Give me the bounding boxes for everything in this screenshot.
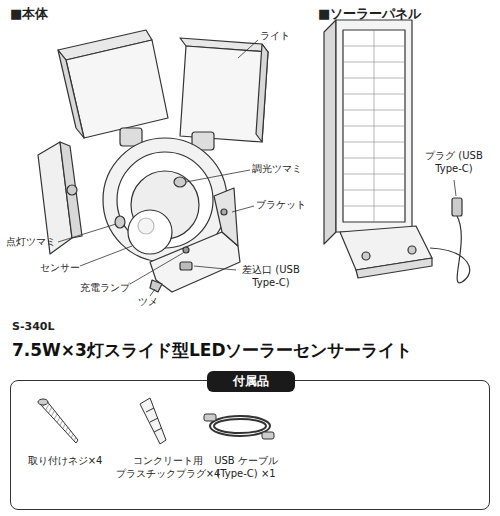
panel-heading-tab: 付属品 xyxy=(207,371,295,392)
part-label: プラグ (USB Type-C) xyxy=(414,150,494,175)
accessory-icons xyxy=(146,408,154,412)
solar-panel xyxy=(343,30,405,222)
accessory-icons xyxy=(140,398,166,444)
solar-cell-grid xyxy=(343,46,405,47)
solar-cell-grid xyxy=(343,190,405,191)
light-body xyxy=(180,262,192,270)
leader-line xyxy=(150,289,155,296)
part-label: ライト xyxy=(260,30,290,43)
solar-panel xyxy=(336,20,412,232)
light-body xyxy=(60,142,82,238)
accessory-label: コンクリート用 プラスチックプラグ×4 xyxy=(112,455,224,480)
solar-cell-grid xyxy=(343,126,405,127)
light-body xyxy=(214,188,238,246)
light-body xyxy=(115,216,125,228)
accessory-label: 取り付けネジ×4 xyxy=(20,455,110,468)
solar-cell-grid xyxy=(343,110,405,111)
solar-cell-grid xyxy=(343,94,405,95)
accessory-icons xyxy=(262,432,274,439)
section-heading: ■ソーラーパネル xyxy=(318,6,421,22)
light-body xyxy=(38,30,268,292)
solar-cell-grid xyxy=(343,206,405,207)
accessory-icons xyxy=(214,419,266,433)
leader-line xyxy=(232,206,254,212)
part-label: センサー xyxy=(40,262,80,275)
light-body xyxy=(138,218,154,234)
accessory-label: USB ケーブル (Type-C) ×1 xyxy=(206,455,286,480)
light-body xyxy=(67,185,77,195)
light-body xyxy=(128,210,172,254)
part-label: 調光ツマミ xyxy=(252,163,302,176)
solar-panel xyxy=(324,20,336,244)
light-body xyxy=(221,209,227,215)
section-heading: ■本体 xyxy=(10,6,48,22)
light-body xyxy=(183,247,189,253)
accessory-icons xyxy=(38,399,48,405)
light-body xyxy=(174,177,186,187)
accessory-icons xyxy=(154,428,162,432)
light-body xyxy=(180,46,268,142)
accessory-icons xyxy=(204,414,216,421)
solar-cell-grid xyxy=(343,158,405,159)
leader-line xyxy=(238,40,258,58)
solar-cell-grid xyxy=(343,78,405,79)
solar-panel xyxy=(356,258,432,278)
leader-line xyxy=(194,266,236,270)
solar-cell-grid xyxy=(343,62,405,63)
solar-cell-grid xyxy=(343,30,405,222)
part-label: 充電ランプ xyxy=(80,282,130,295)
leader-line xyxy=(80,246,132,266)
product-title: 7.5W×3灯スライド型LEDソーラーセンサーライト xyxy=(12,340,413,361)
light-body xyxy=(66,40,168,138)
model-number: S-340L xyxy=(12,320,54,334)
leader-line xyxy=(186,170,250,182)
part-label: ブラケット xyxy=(256,199,306,212)
accessory-icons xyxy=(210,416,270,436)
accessory-icons xyxy=(38,398,274,444)
solar-panel xyxy=(408,246,416,254)
light-body xyxy=(256,44,268,142)
solar-panel xyxy=(452,198,462,216)
solar-cell-grid xyxy=(343,142,405,143)
leader-line xyxy=(454,180,456,196)
leader-line xyxy=(58,224,116,242)
accessory-icons xyxy=(150,418,158,422)
solar-panel xyxy=(430,216,470,283)
part-label: 点灯ツマミ xyxy=(6,236,56,249)
accessory-panel: 付属品 xyxy=(10,380,490,510)
accessory-icons xyxy=(40,400,78,443)
part-label: ツメ xyxy=(138,296,158,309)
solar-cell-grid xyxy=(343,174,405,175)
solar-panel xyxy=(362,252,370,260)
light-body xyxy=(58,50,84,138)
leader-line xyxy=(130,253,183,284)
light-body xyxy=(150,280,162,292)
part-label: 差込口 (USB Type-C) xyxy=(232,264,310,289)
